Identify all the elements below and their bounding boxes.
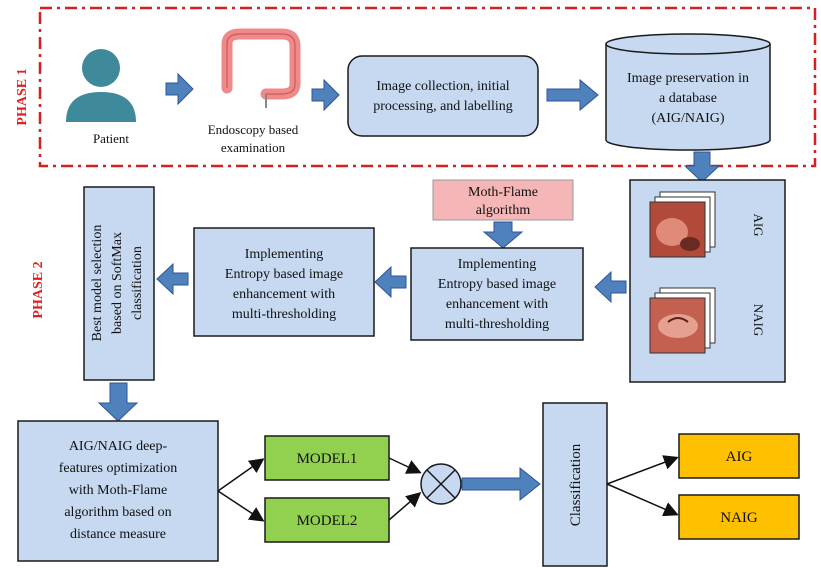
enhance-right-line4: multi-thresholding bbox=[445, 317, 549, 332]
naig-image-stack bbox=[649, 287, 716, 354]
arrow-patient-to-endoscopy bbox=[165, 72, 194, 106]
patient-icon bbox=[66, 49, 136, 122]
best-model-box bbox=[83, 186, 155, 381]
collection-line1: Image collection, initial bbox=[376, 79, 509, 94]
moth-flame-line2: algorithm bbox=[476, 203, 531, 218]
image-collection-box bbox=[347, 55, 539, 137]
phase1-label: PHASE 1 bbox=[15, 68, 30, 125]
endoscopy-label-line1: Endoscopy based bbox=[208, 122, 299, 137]
patient-label: Patient bbox=[93, 131, 129, 146]
line-opt-to-model1 bbox=[217, 458, 265, 492]
multiply-circle-icon bbox=[420, 463, 462, 505]
arrow-mothflame-to-enhance bbox=[482, 221, 524, 249]
line-opt-to-model2 bbox=[217, 490, 265, 522]
naig-stack-label: NAIG bbox=[751, 304, 766, 337]
collection-line2: processing, and labelling bbox=[373, 99, 513, 114]
optimization-line4: algorithm based on bbox=[64, 505, 171, 520]
model1-label: MODEL1 bbox=[297, 451, 358, 467]
aig-stack-label: AIG bbox=[751, 213, 766, 236]
line-class-to-aig bbox=[606, 455, 679, 485]
arrow-collection-to-database bbox=[546, 78, 599, 112]
best-model-line2: based on SoftMax bbox=[110, 232, 125, 334]
arrow-fusion-to-classification bbox=[461, 466, 541, 502]
phase1-region bbox=[38, 6, 817, 168]
phase2-label: PHASE 2 bbox=[31, 261, 46, 318]
enhancement-box-left bbox=[193, 227, 375, 337]
enhance-left-line3: enhancement with bbox=[233, 287, 335, 302]
enhance-right-line1: Implementing bbox=[458, 257, 537, 272]
enhance-left-line2: Entropy based image bbox=[225, 267, 343, 282]
enhance-left-line1: Implementing bbox=[245, 247, 324, 262]
database-line2: a database bbox=[659, 91, 717, 106]
moth-flame-box bbox=[432, 179, 574, 221]
database-cylinder bbox=[605, 33, 771, 151]
colon-icon bbox=[221, 28, 301, 100]
optimization-line3: with Moth-Flame bbox=[69, 483, 167, 498]
output-aig-box bbox=[678, 433, 800, 479]
database-line3: (AIG/NAIG) bbox=[651, 111, 724, 126]
line-model1-to-fusion bbox=[388, 457, 422, 474]
output-aig-label: AIG bbox=[726, 449, 753, 465]
line-class-to-naig bbox=[606, 483, 679, 517]
output-naig-label: NAIG bbox=[720, 510, 758, 526]
arrow-enhance-to-bestmodel bbox=[156, 262, 189, 296]
enhance-right-line3: enhancement with bbox=[446, 297, 548, 312]
optimization-line2: features optimization bbox=[59, 461, 178, 476]
arrow-bestmodel-to-optimization bbox=[97, 382, 139, 422]
classification-label: Classification bbox=[568, 443, 584, 526]
arrow-enhance-to-enhance bbox=[374, 265, 407, 299]
endoscopy-label-line2: examination bbox=[221, 140, 286, 155]
colon-outline bbox=[226, 33, 296, 95]
optimization-box bbox=[17, 420, 219, 562]
optimization-line5: distance measure bbox=[70, 527, 166, 542]
enhance-right-line2: Entropy based image bbox=[438, 277, 556, 292]
enhance-left-line4: multi-thresholding bbox=[232, 307, 336, 322]
best-model-line1: Best model selection bbox=[90, 225, 105, 342]
database-line1: Image preservation in bbox=[627, 71, 749, 86]
model1-box bbox=[264, 435, 390, 481]
aig-image-stack bbox=[649, 191, 716, 258]
enhancement-box-right bbox=[410, 247, 584, 341]
best-model-line3: classification bbox=[130, 246, 145, 320]
model2-label: MODEL2 bbox=[297, 513, 358, 529]
model2-box bbox=[264, 497, 390, 543]
moth-flame-line1: Moth-Flame bbox=[468, 185, 538, 200]
line-model2-to-fusion bbox=[388, 492, 422, 521]
output-naig-box bbox=[678, 494, 800, 540]
arrow-images-to-enhance bbox=[594, 270, 627, 304]
arrow-database-to-images bbox=[683, 151, 721, 183]
classification-box bbox=[542, 402, 608, 567]
optimization-line1: AIG/NAIG deep- bbox=[69, 439, 168, 454]
arrow-endoscopy-to-collection bbox=[311, 78, 340, 112]
